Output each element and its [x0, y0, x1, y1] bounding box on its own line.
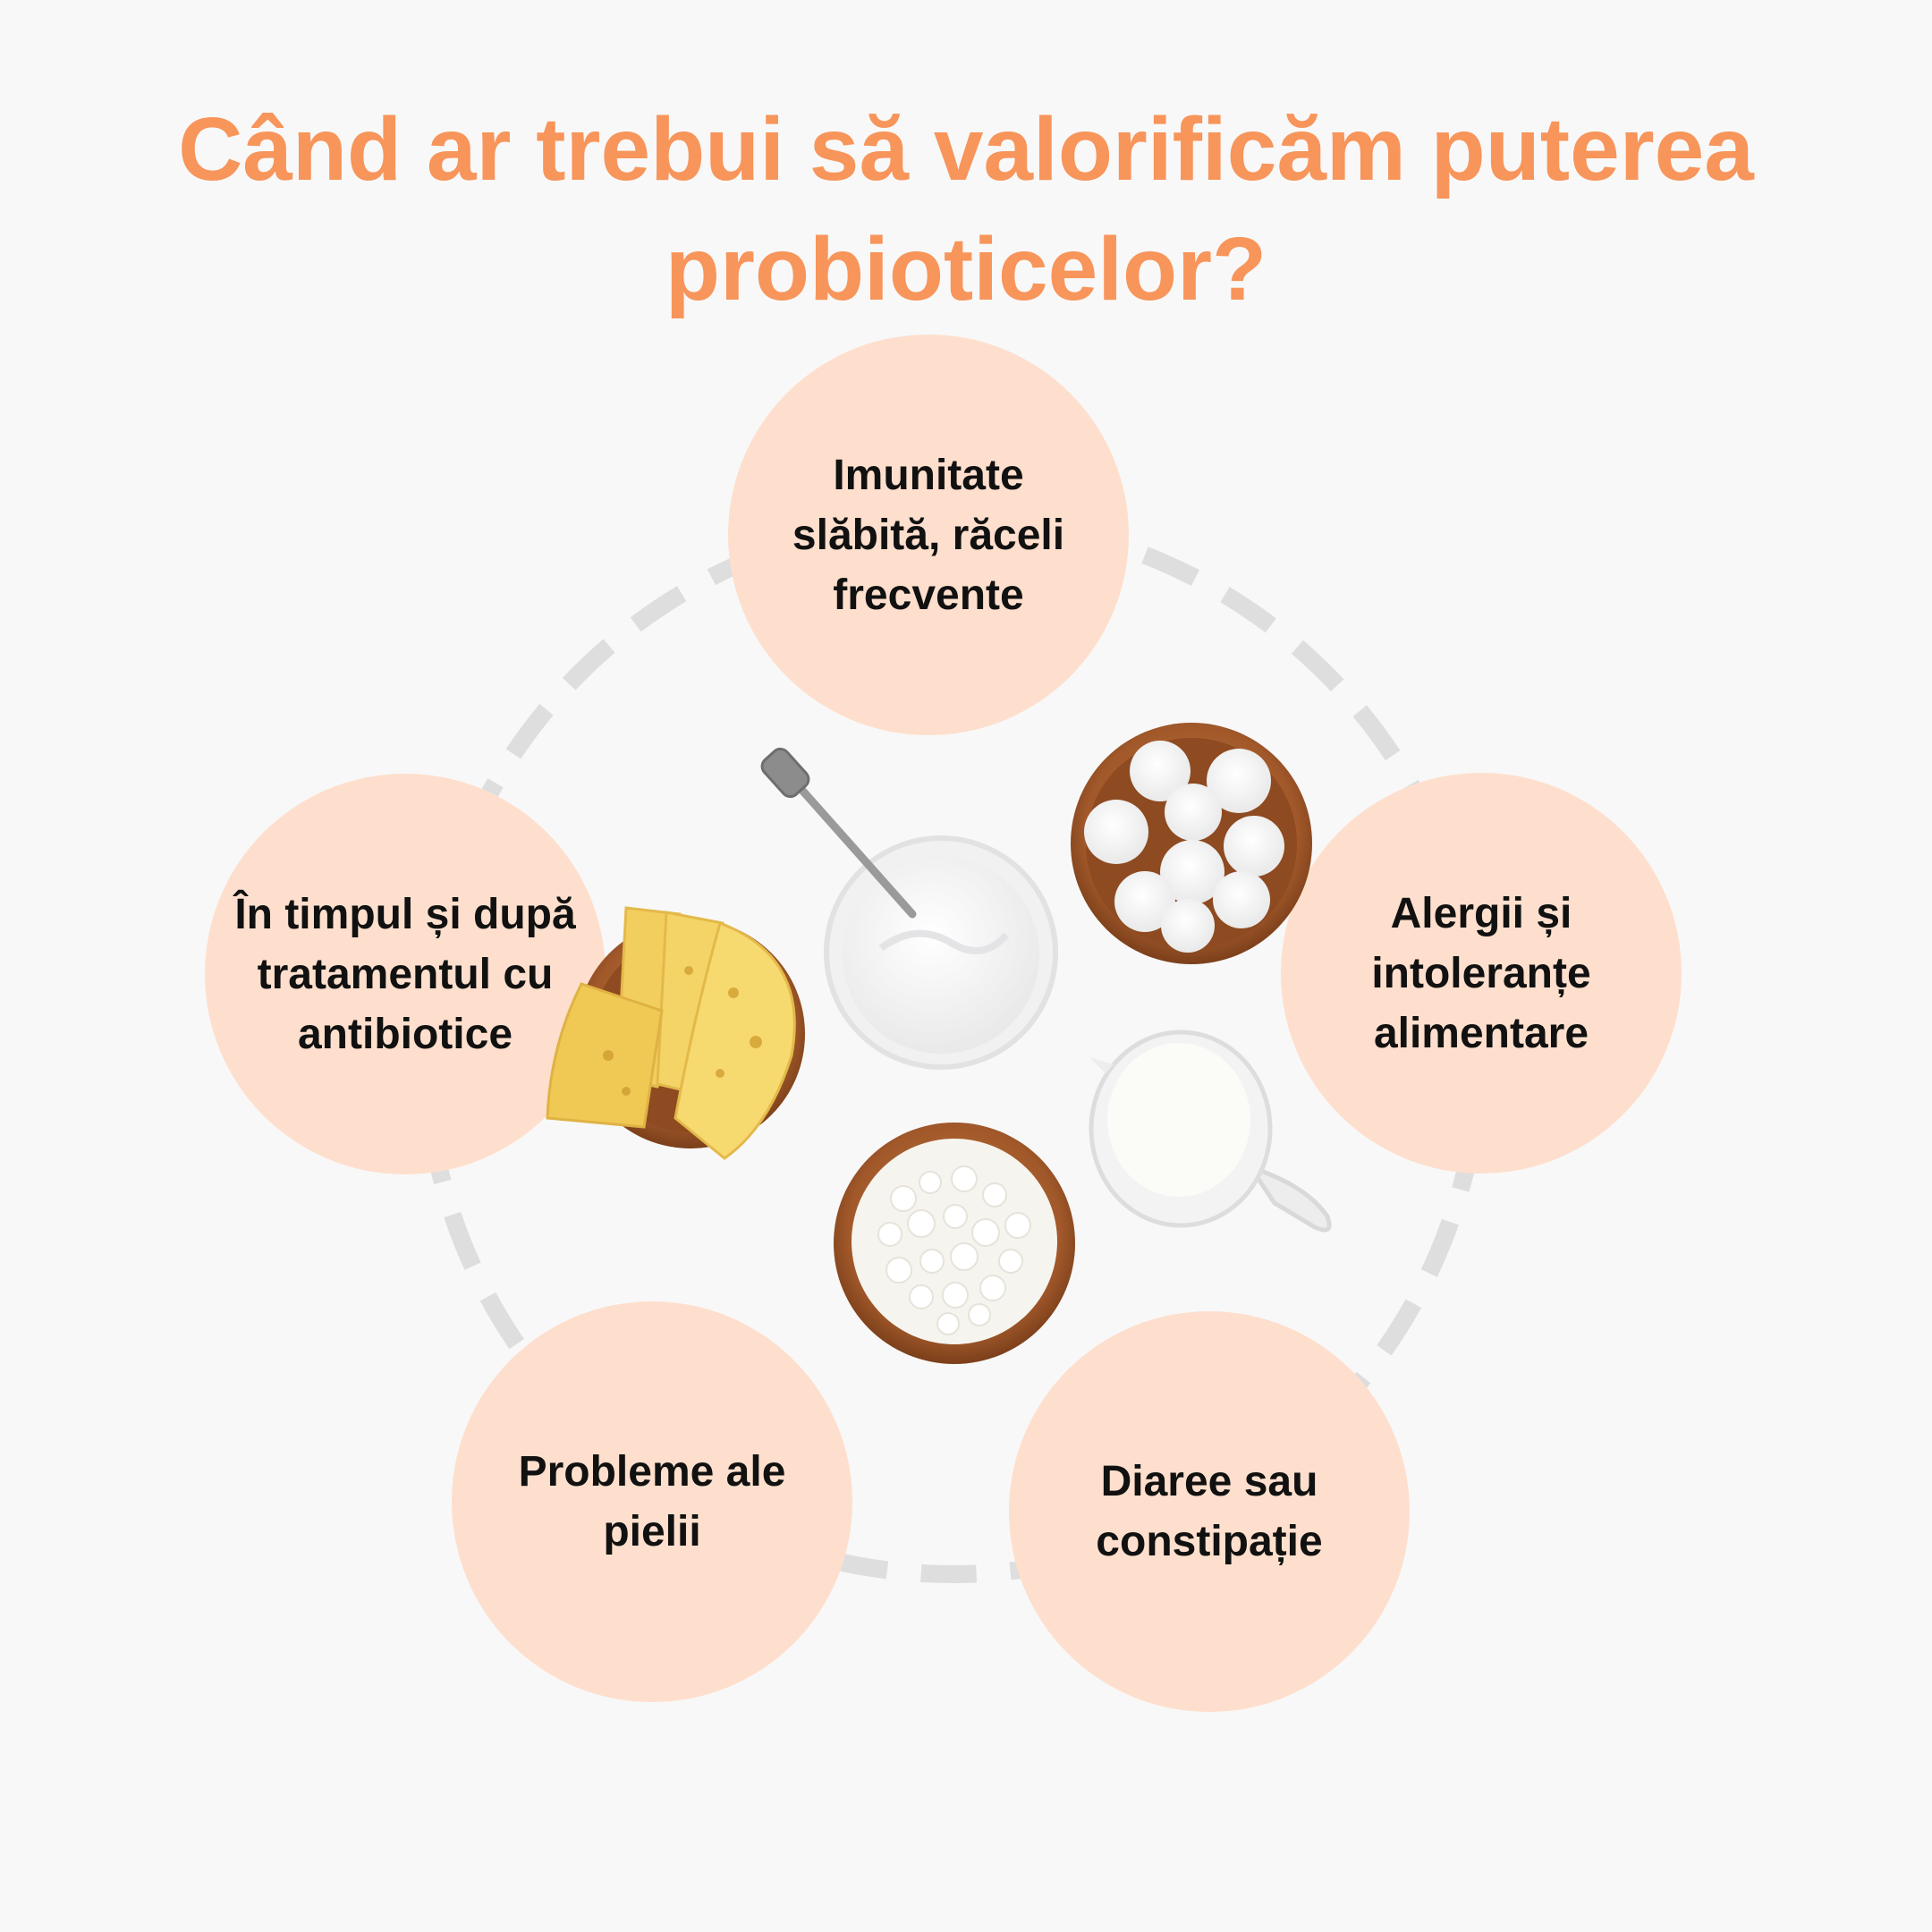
yogurt-bowl-icon: [760, 747, 1058, 1070]
bubble-allergies: Alergii și intoleranțe alimentare: [1281, 773, 1682, 1174]
bubble-immunity-label: Imunitate slăbită, răceli frecvente: [792, 451, 1065, 619]
bubble-immunity: Imunitate slăbită, răceli frecvente: [728, 335, 1129, 735]
bubble-skin: Probleme ale pielii: [452, 1301, 852, 1702]
mozzarella-bowl-icon: [1071, 723, 1312, 964]
bubble-skin-label: Probleme ale pielii: [518, 1448, 786, 1555]
page-title: Când ar trebui să valorificăm puterea pr…: [178, 99, 1754, 319]
bubble-digestion-label: Diaree sau constipație: [1096, 1458, 1323, 1565]
cheese-bowl-icon: [546, 906, 805, 1160]
bubble-digestion: Diaree sau constipație: [1009, 1311, 1410, 1712]
cottage-cheese-bowl-icon: [834, 1123, 1075, 1364]
milk-jug-icon: [1089, 1030, 1332, 1233]
bubble-antibiotics-label: În timpul și după tratamentul cu antibio…: [234, 890, 576, 1058]
bubble-antibiotics: În timpul și după tratamentul cu antibio…: [205, 774, 606, 1174]
bubble-allergies-label: Alergii și intoleranțe alimentare: [1371, 889, 1591, 1057]
